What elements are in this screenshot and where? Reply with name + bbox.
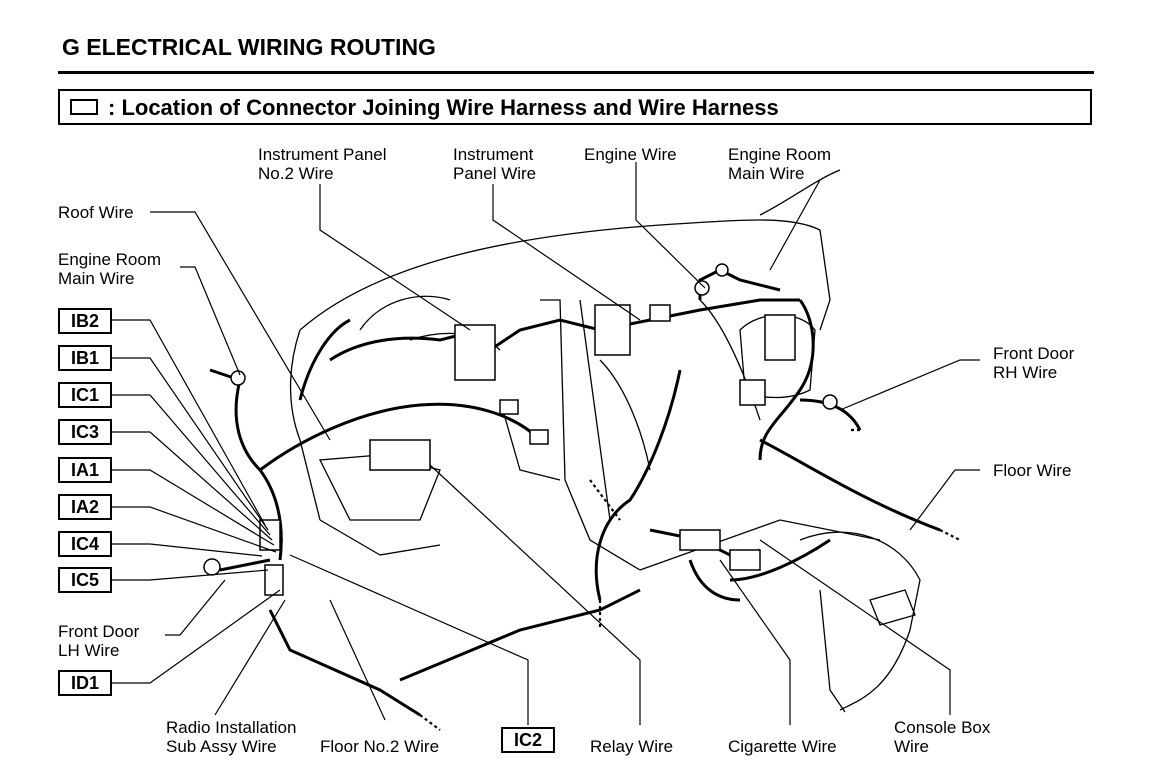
label-front-door-rh-wire: Front Door RH Wire	[993, 344, 1075, 382]
connector-tag-id1: ID1	[58, 670, 112, 696]
label-roof-wire: Roof Wire	[58, 203, 134, 222]
page-subtitle: : Location of Connector Joining Wire Har…	[108, 95, 779, 120]
connector-tag-ic4: IC4	[58, 531, 112, 557]
connector-legend-square-icon	[70, 99, 98, 115]
label-instrument-panel-wire: Instrument Panel Wire	[453, 145, 537, 183]
label-front-door-lh-wire: Front Door LH Wire	[58, 622, 140, 660]
subtitle-box: : Location of Connector Joining Wire Har…	[58, 89, 1092, 125]
page-title: G ELECTRICAL WIRING ROUTING	[62, 34, 436, 60]
leader-lines	[112, 162, 980, 725]
label-engine-room-main-wire-left: Engine Room Main Wire	[58, 250, 162, 288]
connector-tag-ib1: IB1	[58, 345, 112, 371]
label-relay-wire: Relay Wire	[590, 737, 674, 756]
connector-tag-ic1: IC1	[58, 382, 112, 408]
label-floor-wire: Floor Wire	[993, 461, 1072, 480]
label-floor-no2-wire: Floor No.2 Wire	[320, 737, 440, 756]
connector-blocks	[203, 263, 838, 596]
label-console-box-wire: Console Box Wire	[894, 718, 991, 756]
connector-tag-ia2: IA2	[58, 494, 112, 520]
wire-harness-routes	[209, 268, 941, 717]
label-instrument-panel-no2-wire: Instrument Panel No.2 Wire	[258, 145, 387, 183]
label-radio-installation-sub-assy-wire: Radio Installation Sub Assy Wire	[166, 718, 297, 756]
title-rule	[58, 71, 1094, 74]
connector-tag-ic5: IC5	[58, 567, 112, 593]
wire-ends	[419, 428, 961, 731]
label-engine-wire: Engine Wire	[584, 145, 677, 164]
connector-tag-ib2: IB2	[58, 308, 112, 334]
connector-tag-ic2: IC2	[501, 727, 555, 753]
label-cigarette-wire: Cigarette Wire	[728, 737, 837, 756]
label-engine-room-main-wire-top: Engine Room Main Wire	[728, 145, 832, 183]
connector-tag-ic3: IC3	[58, 419, 112, 445]
connector-tag-ia1: IA1	[58, 457, 112, 483]
